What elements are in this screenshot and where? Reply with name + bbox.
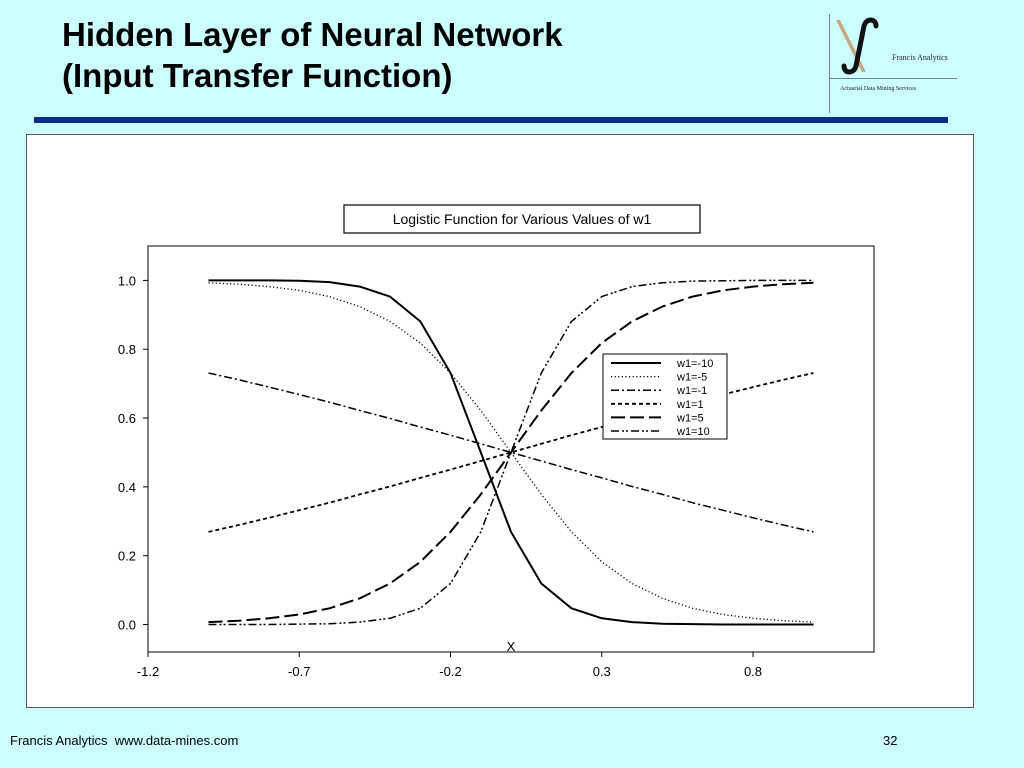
logo-vertical-rule	[829, 14, 830, 113]
legend-label: w1=1	[676, 399, 704, 411]
logo-subtitle: Actuarial Data Mining Services	[840, 86, 917, 92]
slide-title-line-1: Hidden Layer of Neural Network	[62, 16, 563, 53]
legend-label: w1=-5	[676, 372, 707, 384]
series-line-w15	[208, 282, 814, 623]
series-line-w110	[208, 279, 814, 626]
company-logo: Francis Analytics Actuarial Data Mining …	[826, 14, 966, 114]
x-tick-label: 0.8	[744, 664, 762, 679]
y-tick-label: 0.4	[118, 480, 136, 495]
series-line-w110	[208, 279, 814, 626]
legend-label: w1=-1	[676, 385, 707, 397]
series-line-w11	[208, 372, 814, 533]
legend-label: w1=-10	[676, 358, 713, 370]
x-tick-label: 0.3	[593, 664, 611, 679]
slide-title: Hidden Layer of Neural Network (Input Tr…	[62, 14, 563, 96]
chart-title: Logistic Function for Various Values of …	[393, 211, 652, 227]
y-tick-label: 1.0	[118, 273, 136, 288]
y-tick-label: 0.6	[118, 411, 136, 426]
legend-box	[602, 353, 728, 440]
y-tick-label: 0.0	[118, 617, 136, 632]
plot-area-border	[147, 245, 875, 653]
logo-horizontal-rule	[829, 78, 957, 79]
series-line-w15	[208, 281, 814, 624]
y-tick-label: 0.8	[118, 342, 136, 357]
logo-company-name: Francis Analytics	[892, 53, 948, 62]
page-number: 32	[883, 733, 898, 748]
chart-title-box	[343, 204, 701, 234]
x-tick-label: -0.7	[288, 664, 310, 679]
integral-sigma-logo-icon	[836, 17, 879, 75]
x-annotation-label: X	[507, 639, 516, 654]
x-tick-label: -0.2	[439, 664, 461, 679]
footer-source: Francis Analytics www.data-mines.com	[10, 733, 239, 748]
legend-label: w1=5	[676, 412, 704, 424]
title-underline-rule	[34, 117, 948, 123]
legend-label: w1=10	[676, 426, 710, 438]
y-tick-label: 0.2	[118, 549, 136, 564]
x-tick-label: -1.2	[137, 664, 159, 679]
slide-title-line-2: (Input Transfer Function)	[62, 57, 453, 94]
